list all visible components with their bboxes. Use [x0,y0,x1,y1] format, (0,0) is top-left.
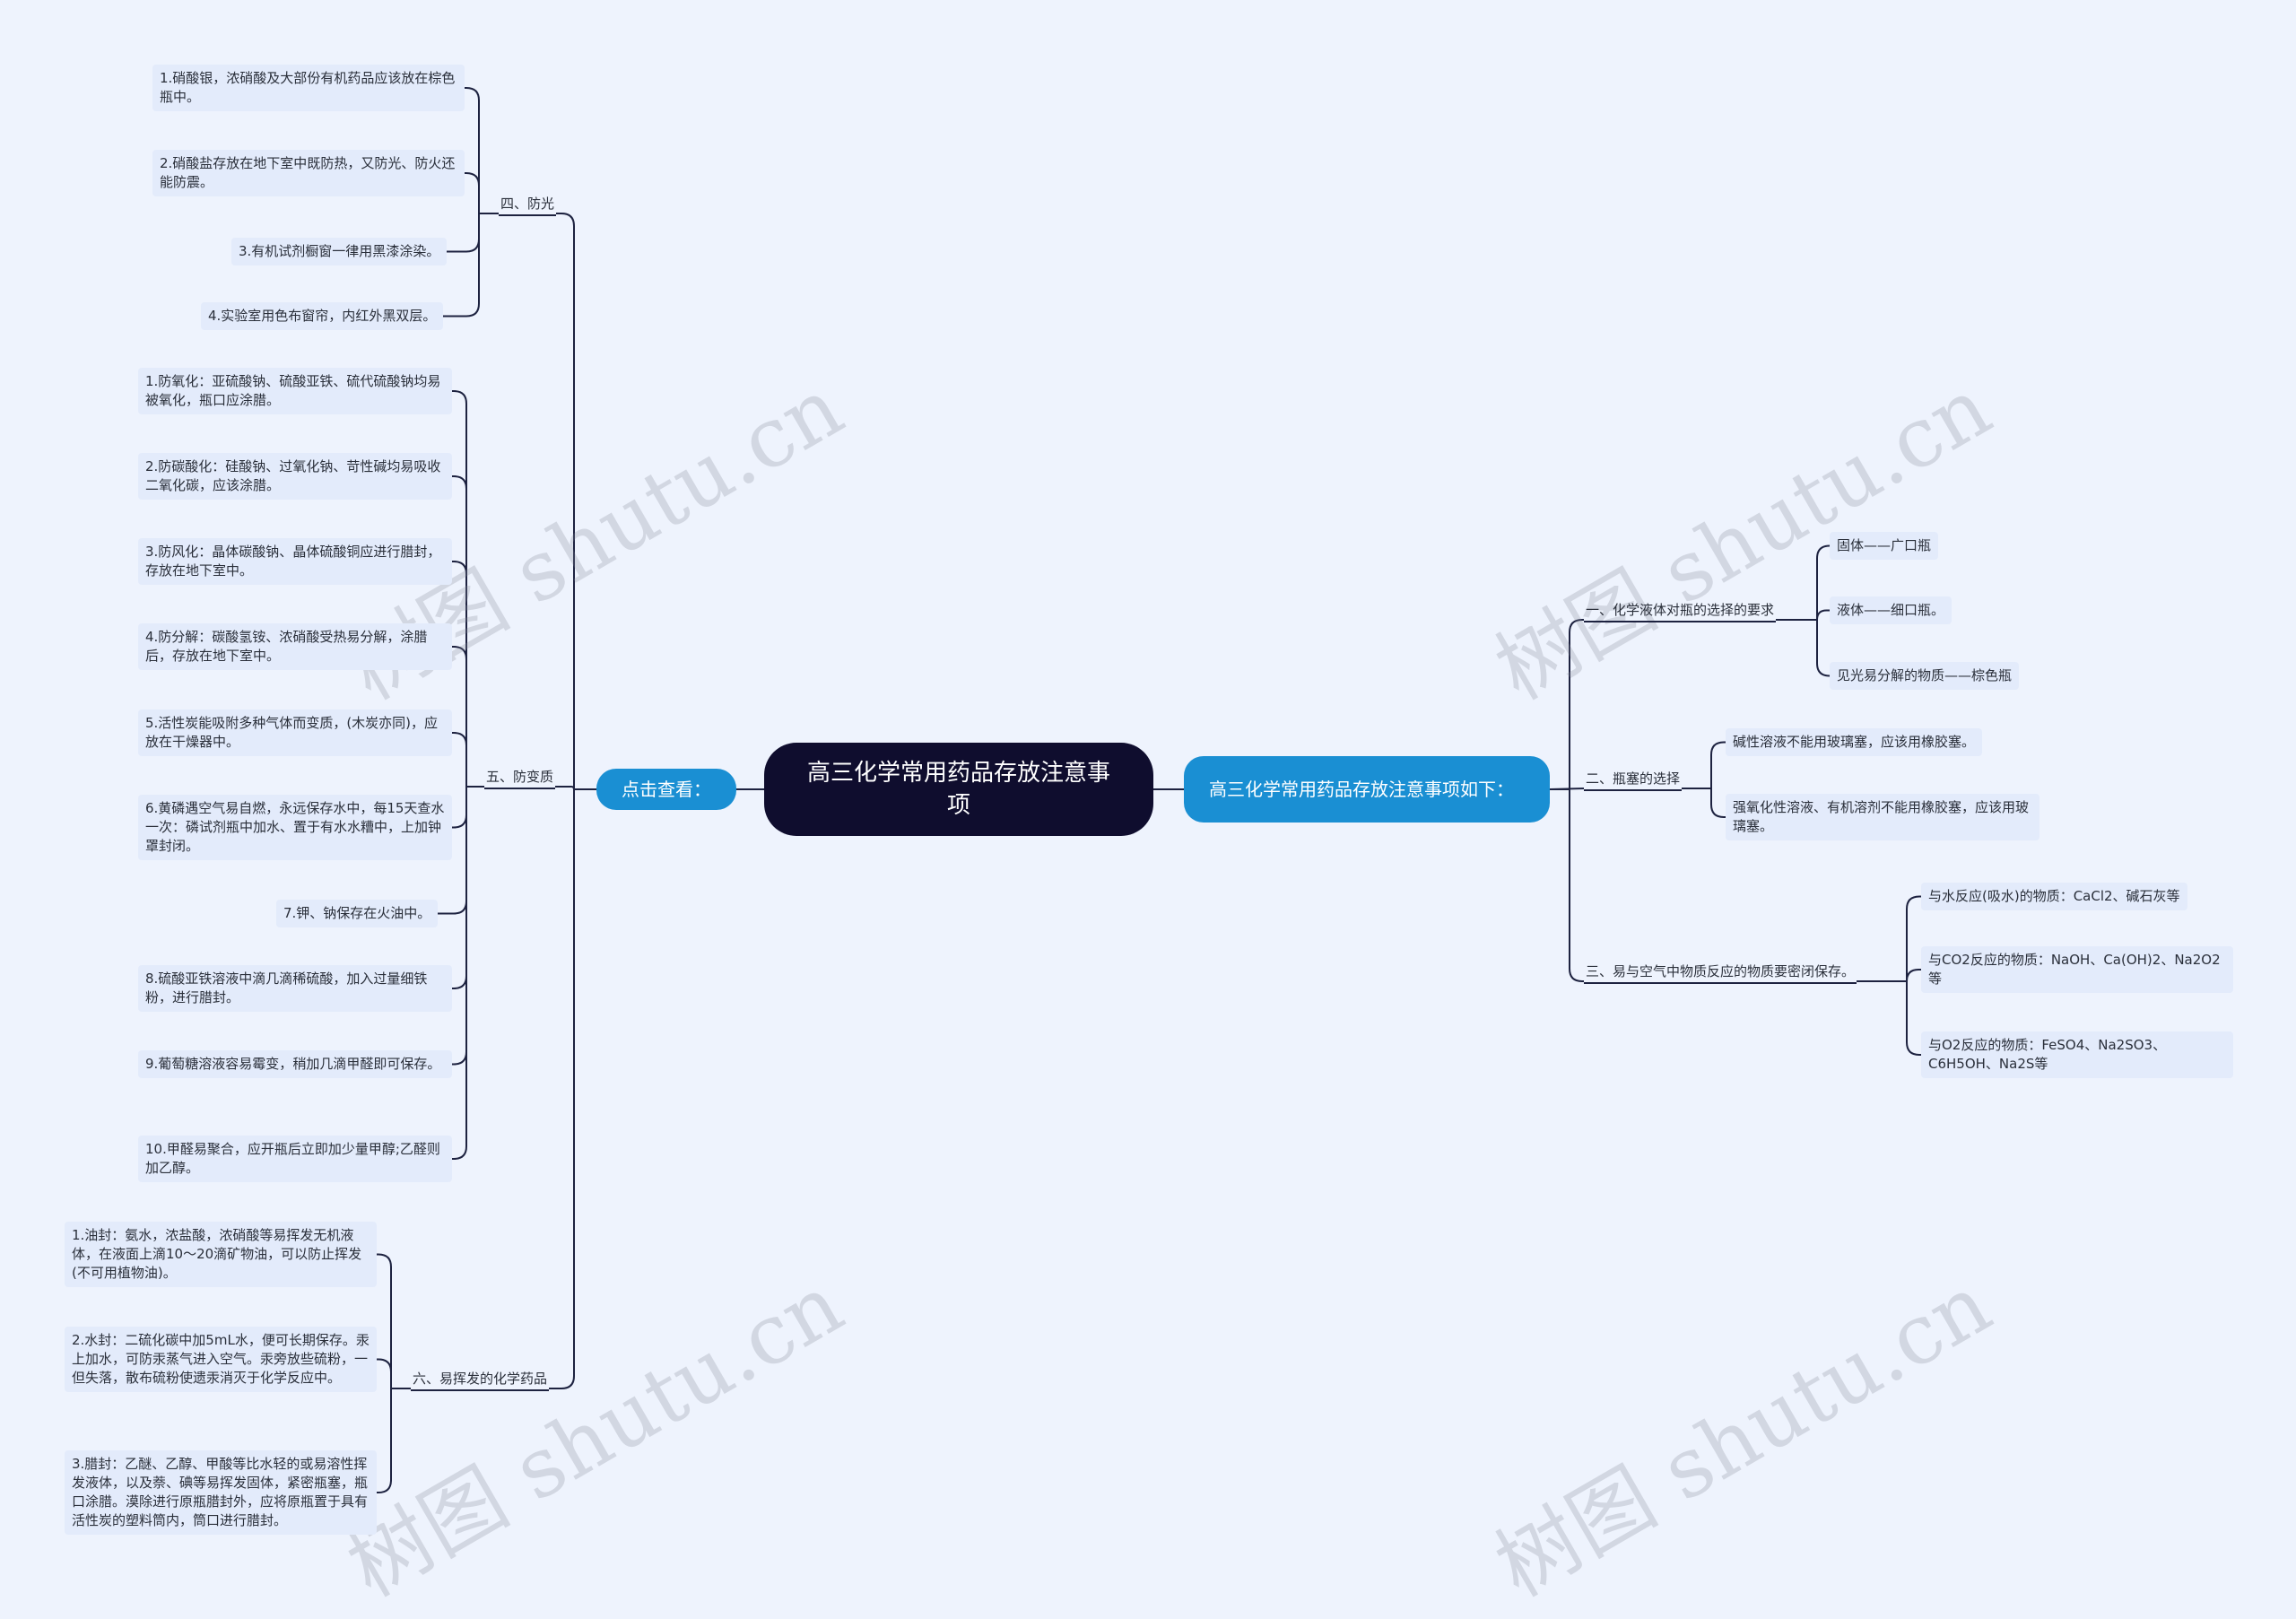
list-item: 7.钾、钠保存在火油中。 [276,900,439,927]
list-item: 6.黄磷遇空气易自燃，永远保存水中，每15天查水一次：磷试剂瓶中加水、置于有水水… [138,795,452,860]
root-node[interactable]: 高三化学常用药品存放注意事项 [764,743,1153,836]
connector-line [1816,609,1830,621]
section-s5-title[interactable]: 五、防变质 [484,767,556,789]
list-item: 液体——细口瓶。 [1830,596,1952,624]
connector-line [1816,544,1831,620]
connector-line [452,646,467,787]
list-item: 与O2反应的物质：FeSO4、Na2SO3、C6H5OH、Na2S等 [1921,1031,2233,1078]
connector-line [1906,981,1921,1056]
list-item: 1.硝酸银，浓硝酸及大部份有机药品应该放在棕色瓶中。 [152,65,465,111]
list-item: 强氧化性溶液、有机溶剂不能用橡胶塞，应该用玻璃塞。 [1726,794,2039,840]
list-item: 4.防分解：碳酸氢铵、浓硝酸受热易分解，涂腊后，存放在地下室中。 [138,623,452,670]
list-item: 3.腊封：乙醚、乙醇、甲酸等比水轻的或易溶性挥发液体，以及萘、碘等易挥发固体，紧… [65,1450,377,1535]
list-item: 4.实验室用色布窗帘，内红外黑双层。 [201,302,444,330]
connector-line [447,213,480,253]
connector-line [549,788,596,1389]
list-item: 8.硫酸亚铁溶液中滴几滴稀硫酸，加入过量细铁粉，进行腊封。 [138,965,452,1012]
list-item: 碱性溶液不能用玻璃塞，应该用橡胶塞。 [1726,728,1983,756]
list-item: 2.水封：二硫化碳中加5mL水，便可长期保存。汞上加水，可防汞蒸气进入空气。汞旁… [65,1327,377,1392]
connector-line [377,1388,392,1493]
connector-line [556,213,596,790]
list-item: 3.防风化：晶体碳酸钠、晶体硫酸铜应进行腊封，存放在地下室中。 [138,538,452,585]
connector-line [452,732,467,787]
connector-line [465,172,480,213]
list-item: 2.防碳酸化：硅酸钠、过氧化钠、苛性碱均易吸收二氧化碳，应该涂腊。 [138,453,452,500]
list-item: 与水反应(吸水)的物质：CaCl2、碱石灰等 [1921,883,2187,910]
list-item: 9.葡萄糖溶液容易霉变，稍加几滴甲醛即可保存。 [138,1050,452,1078]
connector-line [1710,788,1726,818]
connector-line [452,787,467,829]
list-item: 1.防氧化：亚硫酸钠、硫酸亚铁、硫代硫酸钠均易被氧化，瓶口应涂腊。 [138,368,452,414]
list-item: 10.甲醛易聚合，应开瓶后立即加少量甲醇;乙醛则加乙醇。 [138,1136,452,1182]
connector-line [377,1358,392,1388]
connector-line [1710,741,1726,788]
left-branch-label[interactable]: 点击查看： [596,769,736,810]
list-item: 2.硝酸盐存放在地下室中既防热，又防光、防火还能防震。 [152,150,465,196]
connector-line [443,213,480,318]
section-s1-title[interactable]: 一、化学液体对瓶的选择的要求 [1584,600,1777,622]
connector-line [1816,620,1831,677]
list-item: 固体——广口瓶 [1830,532,1939,560]
connector-line [452,561,467,787]
connector-line [1550,619,1584,790]
connector-line [1550,788,1584,982]
section-s3-title[interactable]: 三、易与空气中物质反应的物质要密闭保存。 [1584,962,1857,984]
section-s6-title[interactable]: 六、易挥发的化学药品 [411,1369,550,1391]
list-item: 3.有机试剂橱窗一律用黑漆涂染。 [231,238,448,265]
connector-line [452,787,467,1160]
connector-line [1906,895,1921,981]
list-item: 5.活性炭能吸附多种气体而变质，(木炭亦同)，应放在干燥器中。 [138,709,452,756]
connector-line [452,390,467,787]
section-s4-title[interactable]: 四、防光 [499,194,557,216]
connector-line [452,787,467,989]
list-item: 与CO2反应的物质：NaOH、Ca(OH)2、Na2O2等 [1921,946,2233,993]
connector-line [377,1253,392,1388]
right-branch-label[interactable]: 高三化学常用药品存放注意事项如下： [1184,756,1550,823]
list-item: 见光易分解的物质——棕色瓶 [1830,662,2020,690]
connector-line [452,475,467,787]
connector-line [465,87,480,213]
section-s2-title[interactable]: 二、瓶塞的选择 [1584,769,1683,791]
list-item: 1.油封：氨水，浓盐酸，浓硝酸等易挥发无机液体，在液面上滴10～20滴矿物油，可… [65,1222,377,1287]
connector-line [1906,969,1921,982]
